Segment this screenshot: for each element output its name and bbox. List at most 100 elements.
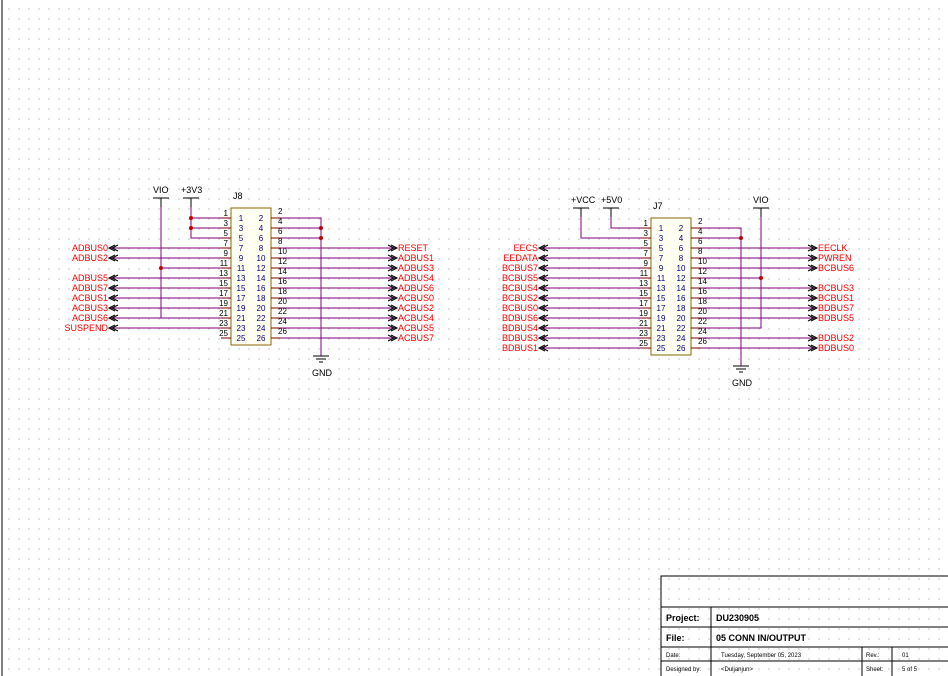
net-label-right: BDBUS5: [818, 313, 854, 323]
pin-number: 17: [639, 299, 648, 308]
offpage-connector-icon: [110, 274, 119, 282]
offpage-connector-icon: [810, 304, 819, 312]
net-label-right: ACBUS2: [398, 303, 434, 313]
pin-name: 22: [257, 314, 266, 323]
junction-dot: [319, 236, 323, 240]
net-label-right: ACBUS7: [398, 333, 434, 343]
pin-number: 23: [219, 319, 228, 328]
offpage-connector-icon: [807, 344, 816, 352]
pin-number: 10: [278, 247, 287, 256]
pin-number: 4: [698, 227, 703, 236]
j8-refdes: J8: [233, 191, 243, 201]
pin-number: 22: [698, 317, 707, 326]
pin-name: 2: [679, 224, 684, 233]
j7-body: [650, 217, 692, 356]
pin-number: 14: [698, 277, 707, 286]
pin-number: 1: [644, 219, 649, 228]
offpage-connector-icon: [110, 314, 119, 322]
connector-j8: J8 1133557799111113131515171719192121232…: [64, 185, 434, 378]
offpage-connector-icon: [810, 294, 819, 302]
junction-dot: [159, 266, 163, 270]
pin-name: 24: [677, 334, 686, 343]
pin-number: 14: [278, 267, 287, 276]
offpage-connector-icon: [387, 294, 396, 302]
offpage-connector-icon: [537, 344, 546, 352]
pin-name: 21: [237, 314, 246, 323]
date-value: Tuesday, September 05, 2023: [721, 653, 802, 659]
offpage-connector-icon: [537, 284, 546, 292]
pin-number: 16: [278, 277, 287, 286]
file-value: 05 CONN IN/OUTPUT: [716, 633, 807, 643]
offpage-connector-icon: [387, 304, 396, 312]
offpage-connector-icon: [387, 254, 396, 262]
offpage-connector-icon: [537, 244, 546, 252]
offpage-connector-icon: [110, 254, 119, 262]
5v0-label-j7: +5V0: [601, 195, 622, 205]
pin-name: 25: [657, 344, 666, 353]
pin-number: 4: [278, 217, 283, 226]
j8-pins: 1133557799111113131515171719192121232325…: [219, 207, 287, 343]
project-label: Project:: [666, 613, 700, 623]
gnd-label-j8: GND: [312, 368, 333, 378]
pin-number: 23: [639, 329, 648, 338]
file-label: File:: [666, 633, 685, 643]
pin-name: 8: [679, 254, 684, 263]
net-label-left: ACBUS6: [72, 313, 108, 323]
net-label-right: BCBUS3: [818, 283, 854, 293]
pin-name: 17: [657, 304, 666, 313]
pin-name: 3: [239, 224, 244, 233]
net-label-right: ACBUS5: [398, 323, 434, 333]
offpage-connector-icon: [807, 254, 816, 262]
pin-number: 6: [698, 237, 703, 246]
3v3-power-symbol-j8: +3V3: [181, 185, 202, 207]
offpage-connector-icon: [390, 284, 399, 292]
pin-number: 15: [219, 279, 228, 288]
rev-value: 01: [902, 653, 909, 659]
pin-number: 9: [644, 259, 649, 268]
offpage-connector-icon: [537, 304, 546, 312]
designer-label: Designed by:: [666, 667, 701, 673]
pin-name: 9: [659, 264, 664, 273]
junction-dot: [759, 276, 763, 280]
pin-name: 19: [657, 314, 666, 323]
pin-number: 8: [278, 237, 283, 246]
pin-number: 12: [278, 257, 287, 266]
pin-number: 11: [220, 259, 229, 268]
offpage-connector-icon: [810, 344, 819, 352]
pin-number: 12: [698, 267, 707, 276]
offpage-connector-icon: [390, 304, 399, 312]
pin-name: 9: [239, 254, 244, 263]
j8-body: [230, 207, 272, 346]
offpage-connector-icon: [537, 254, 546, 262]
offpage-connector-icon: [107, 244, 116, 252]
pin-number: 9: [224, 249, 229, 258]
pin-name: 16: [677, 294, 686, 303]
junction-dot: [189, 226, 193, 230]
pin-name: 11: [237, 264, 246, 273]
offpage-connector-icon: [807, 264, 816, 272]
offpage-connector-icon: [537, 324, 546, 332]
offpage-connector-icon: [537, 264, 546, 272]
offpage-connector-icon: [540, 244, 549, 252]
net-label-left: ADBUS5: [72, 273, 108, 283]
pin-number: 26: [278, 327, 287, 336]
offpage-connector-icon: [107, 304, 116, 312]
offpage-connector-icon: [387, 324, 396, 332]
pin-name: 7: [239, 244, 244, 253]
pin-number: 15: [639, 289, 648, 298]
offpage-connector-icon: [107, 254, 116, 262]
net-label-right: BDBUS0: [818, 343, 854, 353]
title-block: Project: DU230905 File: 05 CONN IN/OUTPU…: [660, 575, 948, 676]
net-label-right: BCBUS6: [818, 263, 854, 273]
gnd-symbol-j8: GND: [312, 345, 333, 378]
offpage-connector-icon: [110, 294, 119, 302]
net-label-right: ADBUS6: [398, 283, 434, 293]
pin-number: 25: [639, 339, 648, 348]
net-label-left: ADBUS2: [72, 253, 108, 263]
pin-number: 10: [698, 257, 707, 266]
offpage-connector-icon: [807, 294, 816, 302]
pin-name: 15: [237, 284, 246, 293]
pin-number: 13: [639, 279, 648, 288]
pin-number: 21: [639, 319, 648, 328]
offpage-connector-icon: [540, 304, 549, 312]
